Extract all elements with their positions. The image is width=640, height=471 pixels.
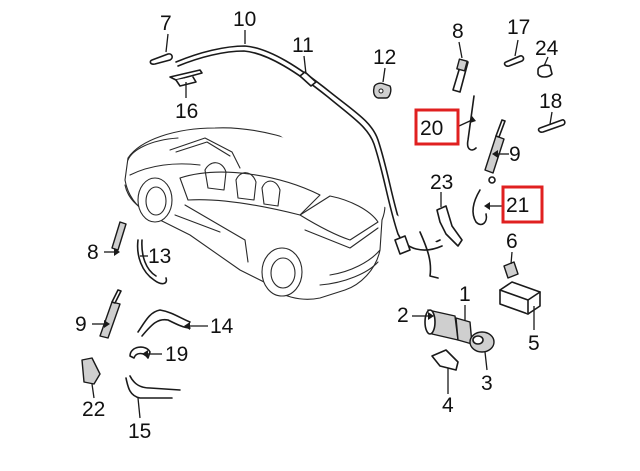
part-5-module <box>499 281 541 315</box>
callout-11: 11 <box>292 34 314 57</box>
callout-24: 24 <box>535 37 559 60</box>
callout-1: 1 <box>459 283 471 306</box>
part-23-bracket <box>436 205 463 247</box>
callout-9-top: 9 <box>509 143 521 166</box>
part-9-top-cylinder <box>484 119 506 174</box>
callout-6: 6 <box>506 230 518 253</box>
callout-18: 18 <box>539 90 562 113</box>
part-4-mount-bracket <box>431 349 459 371</box>
part-14-line <box>137 309 191 337</box>
part-24-clip <box>537 64 553 78</box>
callout-17: 17 <box>507 16 530 39</box>
callout-10: 10 <box>233 8 256 31</box>
highlight-box-20 <box>414 108 460 146</box>
callout-8-left: 8 <box>87 241 99 264</box>
callout-20: 20 <box>420 117 443 140</box>
part-12-connector <box>372 82 392 99</box>
callout-22: 22 <box>82 398 105 421</box>
callout-13: 13 <box>148 245 171 268</box>
part-15-line <box>125 375 181 399</box>
part-8-left-strut <box>111 221 127 251</box>
part-18-pin <box>537 119 566 133</box>
callout-23: 23 <box>430 171 453 194</box>
highlight-box-21 <box>501 185 544 224</box>
callout-19: 19 <box>165 343 188 366</box>
leader-arrowheads <box>104 116 498 358</box>
part-20-line <box>466 95 477 151</box>
callout-9-left: 9 <box>75 313 87 336</box>
callout-12: 12 <box>373 46 396 69</box>
part-8-top-strut <box>452 58 469 93</box>
callout-8-top: 8 <box>452 20 464 43</box>
callout-15: 15 <box>128 420 151 443</box>
callout-16: 16 <box>175 100 198 123</box>
callout-5: 5 <box>528 332 540 355</box>
callout-7: 7 <box>160 12 172 35</box>
convertible-car-illustration <box>124 127 386 300</box>
part-13-line <box>136 239 168 285</box>
leader-lines <box>91 30 553 419</box>
part-17-pin <box>503 55 525 67</box>
callout-4: 4 <box>442 394 454 417</box>
callout-21: 21 <box>506 194 529 217</box>
hydraulic-hose-assembly <box>175 45 443 279</box>
part-21-line <box>472 176 496 226</box>
part-7-pin <box>149 53 173 65</box>
callout-labels: 7 10 11 12 16 8 17 24 18 20 9 23 21 6 1 … <box>75 8 562 443</box>
part-22-cap <box>81 357 101 385</box>
part-3-reservoir <box>469 331 495 353</box>
callout-3: 3 <box>481 372 493 395</box>
callout-2: 2 <box>397 304 409 327</box>
callout-14: 14 <box>210 315 234 338</box>
part-9-left-cylinder <box>99 289 122 339</box>
part-16-bracket <box>169 69 203 87</box>
part-6-sensor <box>503 261 519 279</box>
